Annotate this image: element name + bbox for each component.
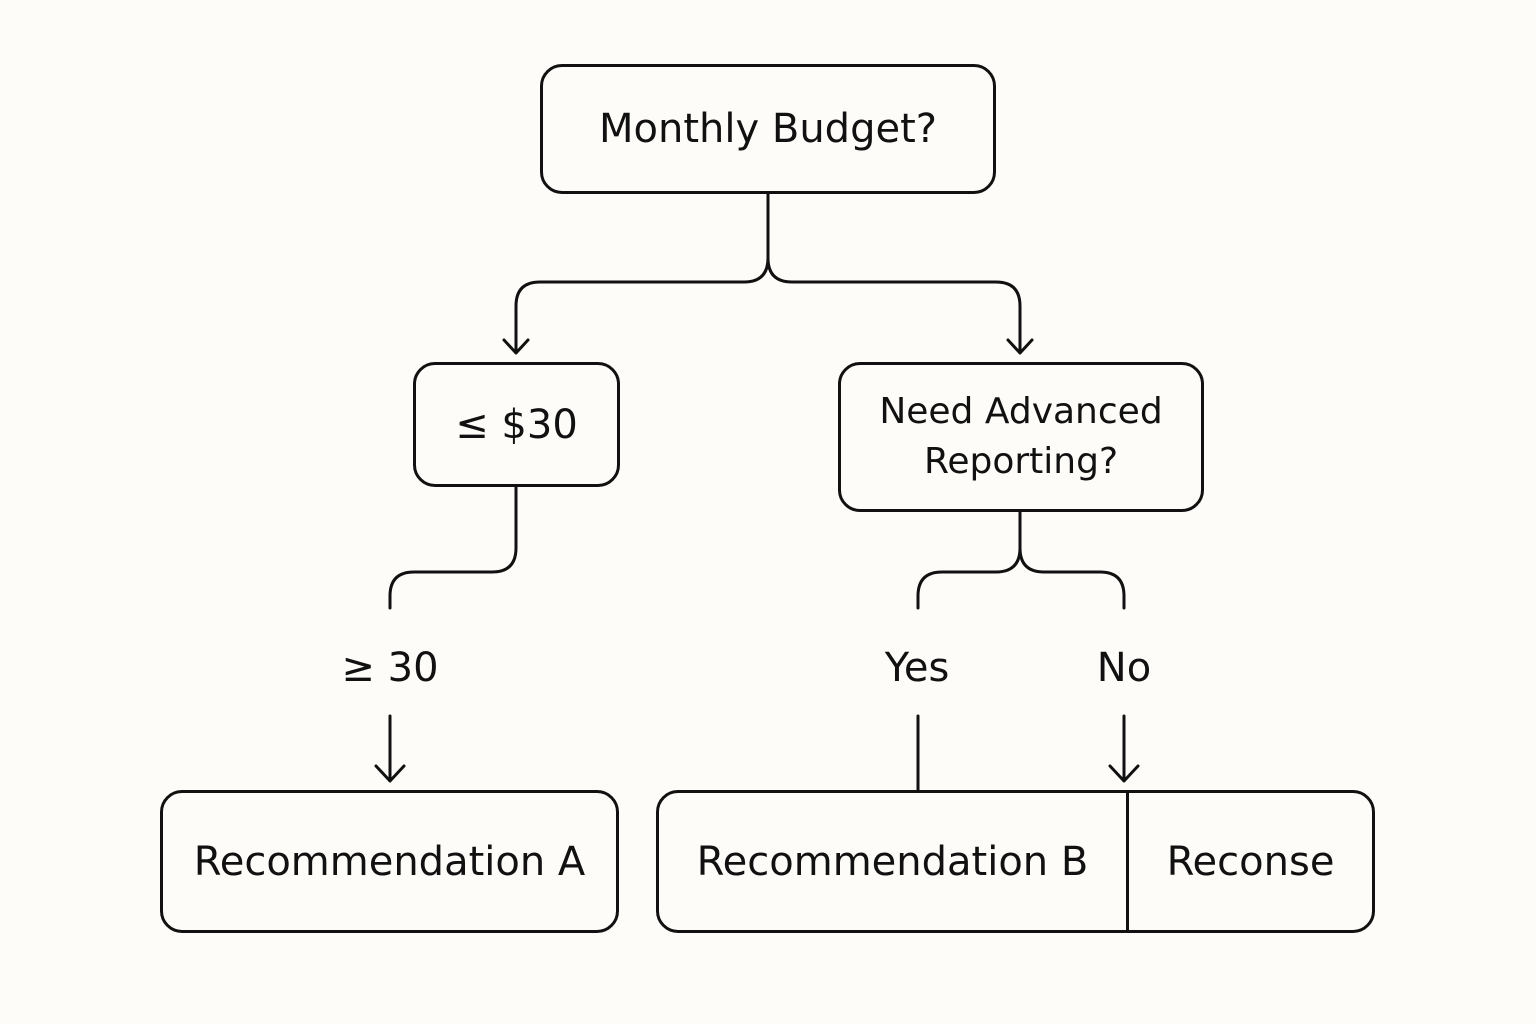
node-low-budget-label: ≤ $30 [455, 401, 578, 448]
node-reconse: Reconse [1129, 793, 1372, 930]
arrowhead-no [1108, 764, 1140, 783]
arrowhead-right-branch [1006, 338, 1034, 355]
node-recommendation-b: Recommendation B [659, 793, 1129, 930]
node-monthly-budget-label: Monthly Budget? [599, 106, 937, 152]
node-recommendation-b-group: Recommendation B Reconse [656, 790, 1375, 933]
edge-label-ge30: ≥ 30 [341, 645, 439, 691]
node-advanced-reporting-line1: Need Advanced [879, 391, 1163, 432]
arrowhead-reca [374, 764, 406, 783]
node-recommendation-a-label: Recommendation A [193, 838, 586, 885]
node-recommendation-a: Recommendation A [160, 790, 619, 933]
node-advanced-reporting-line2: Reporting? [923, 441, 1119, 482]
connector-advanced-yes [916, 510, 1022, 610]
connector-root-right [766, 256, 1022, 354]
connector-advanced-no [1018, 546, 1126, 610]
node-low-budget: ≤ $30 [413, 362, 620, 487]
connector-root-stem [514, 192, 770, 354]
node-reconse-label: Reconse [1166, 838, 1335, 885]
connector-low-budget [388, 485, 518, 610]
node-monthly-budget: Monthly Budget? [540, 64, 996, 194]
edge-label-yes: Yes [884, 645, 950, 691]
arrowhead-left-branch [502, 338, 530, 355]
edge-label-no: No [1096, 645, 1152, 691]
node-recommendation-b-label: Recommendation B [696, 838, 1089, 885]
node-advanced-reporting: Need Advanced Reporting? [838, 362, 1204, 512]
